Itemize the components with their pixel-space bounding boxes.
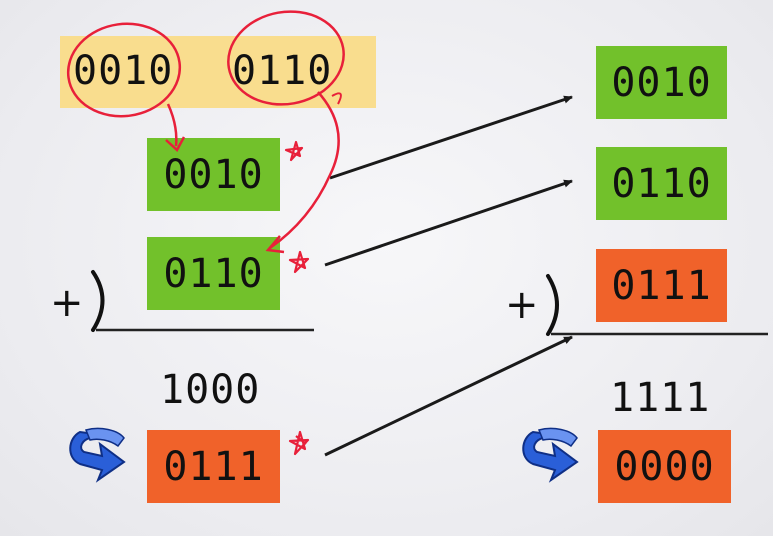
- right-operand-a: 0010: [596, 46, 727, 119]
- arrow-result: [324, 335, 573, 457]
- top-value-first: 0010: [73, 48, 174, 94]
- red-arrow-second-head: [265, 235, 285, 254]
- star-icon: [288, 250, 310, 274]
- red-arrow-second: [269, 91, 340, 250]
- left-operand-b: 0110: [147, 237, 280, 310]
- left-plus-sign: +: [50, 280, 84, 326]
- right-plus-sign: +: [505, 282, 539, 328]
- star-icon: [284, 140, 304, 162]
- right-sum: 1111: [610, 375, 711, 421]
- top-value-second: 0110: [232, 48, 333, 94]
- red-arrow-first: [166, 103, 178, 147]
- red-arrow-first-head: [165, 136, 186, 153]
- arrow-operand-a: [329, 95, 573, 180]
- left-sum: 1000: [160, 367, 261, 413]
- right-operand-c: 0111: [596, 249, 727, 322]
- rotate-arrow-icon: [69, 427, 126, 483]
- red-circle-first: [66, 22, 182, 118]
- arrow-operand-b: [324, 179, 573, 267]
- left-result: 0111: [147, 430, 280, 503]
- top-highlight-bar: [60, 36, 376, 108]
- star-icon: [288, 430, 310, 456]
- left-add-bracket: [91, 270, 105, 332]
- left-operand-a: 0010: [147, 138, 280, 211]
- right-add-bracket: [546, 274, 559, 336]
- right-operand-b: 0110: [596, 147, 727, 220]
- right-result: 0000: [598, 430, 731, 503]
- red-curl-second: [331, 92, 342, 105]
- red-circle-second: [227, 10, 345, 106]
- rotate-arrow-icon: [522, 427, 579, 483]
